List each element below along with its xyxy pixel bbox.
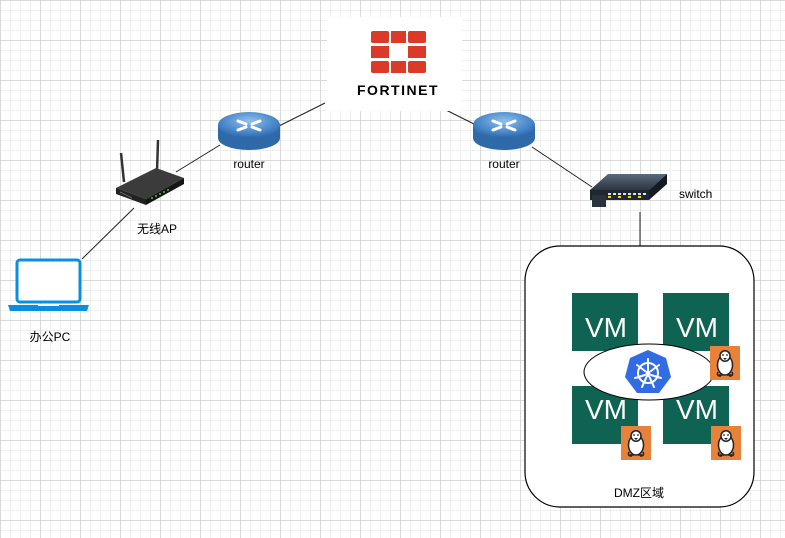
router-right-label: router [488, 157, 519, 171]
switch-icon [590, 174, 667, 207]
network-switch[interactable]: switch [590, 174, 712, 207]
dmz-zone[interactable]: VM VM VM VM [524, 245, 755, 508]
laptop-icon [8, 258, 89, 311]
router-left[interactable]: router [218, 112, 280, 171]
link-pc-ap [81, 207, 135, 260]
vm-label: VM [585, 312, 627, 343]
switch-label: switch [679, 187, 712, 201]
vm-block[interactable]: VM [663, 293, 729, 351]
kubernetes-icon [625, 350, 671, 393]
router-icon [473, 112, 535, 150]
router-icon [218, 112, 280, 150]
vm-label: VM [676, 312, 718, 343]
kubernetes-cluster[interactable] [583, 343, 715, 401]
wireless-ap-label: 无线AP [137, 222, 177, 236]
link-ap-router-left [175, 144, 221, 173]
vm-label: VM [676, 394, 718, 425]
vm-label: VM [585, 394, 627, 425]
office-pc[interactable]: 办公PC [8, 258, 89, 344]
fortinet-logo-icon [371, 31, 426, 73]
wireless-router-icon [116, 139, 184, 205]
linux-penguin-icon [620, 425, 652, 461]
fortinet-firewall[interactable]: FORTINET [327, 17, 462, 111]
wireless-ap[interactable]: 无线AP [116, 139, 184, 236]
vm-block[interactable]: VM [572, 293, 638, 351]
link-router-right-switch [531, 146, 593, 188]
fortinet-brand-text: FORTINET [357, 82, 439, 98]
router-right[interactable]: router [473, 112, 535, 171]
linux-penguin-icon [709, 345, 741, 381]
dmz-zone-label: DMZ区域 [614, 486, 664, 500]
link-router-left-fortinet [278, 102, 326, 127]
office-pc-label: 办公PC [30, 329, 71, 344]
router-left-label: router [233, 157, 264, 171]
linux-penguin-icon [710, 425, 742, 461]
